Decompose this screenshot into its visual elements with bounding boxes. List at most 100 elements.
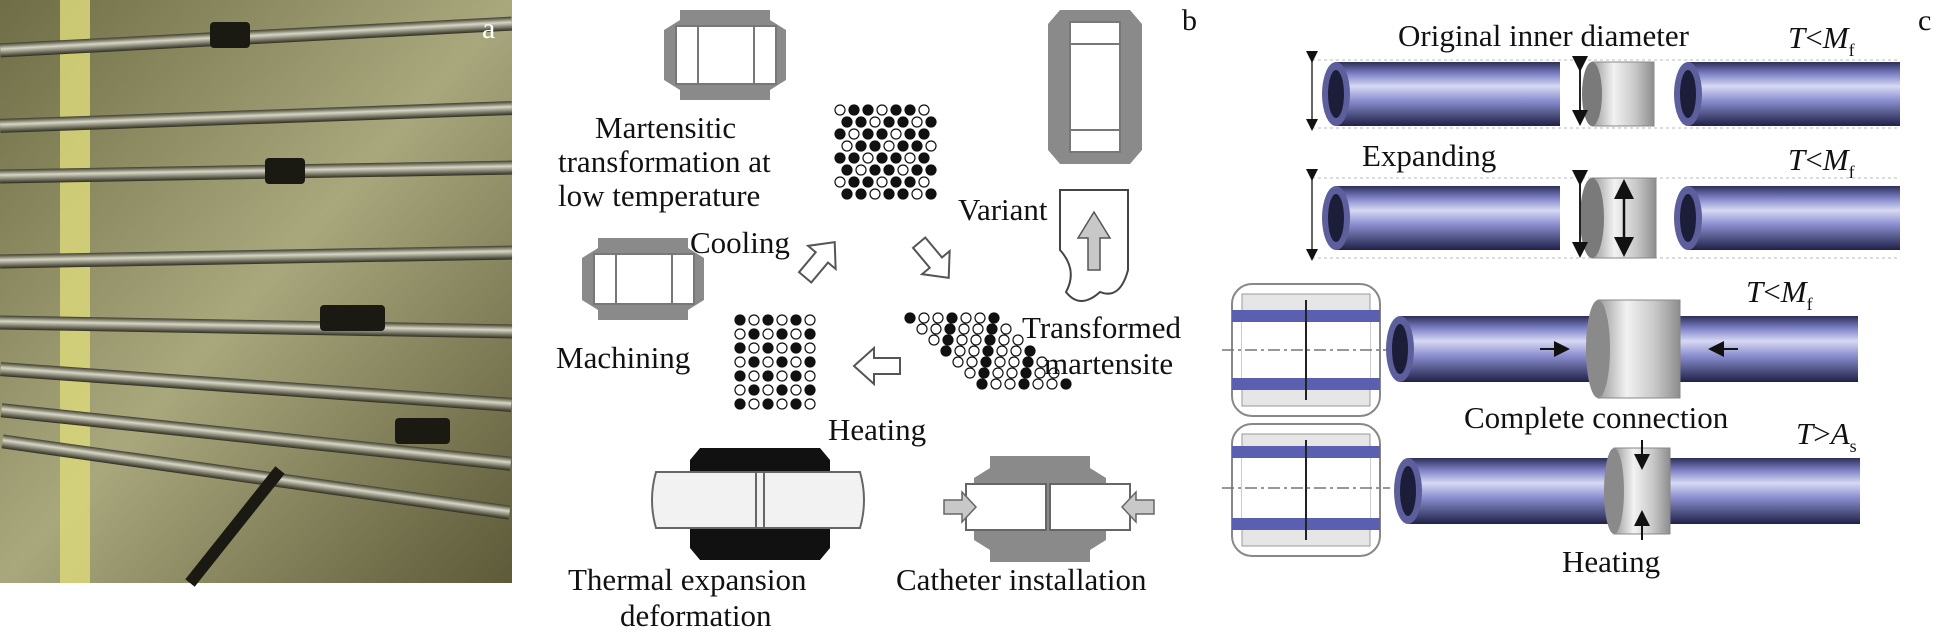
lattice-atom	[848, 128, 860, 140]
lattice-atom	[918, 312, 930, 324]
cross-section-bottom	[1222, 423, 1390, 557]
lattice-atom	[834, 176, 846, 188]
lattice-atom	[883, 116, 895, 128]
lattice-atom	[776, 384, 788, 396]
label-martensitic-line2: transformation at	[558, 144, 771, 179]
lattice-atom	[841, 164, 853, 176]
lattice-atom	[956, 334, 968, 346]
lattice-atom	[1006, 367, 1018, 379]
lattice-atom	[1022, 356, 1034, 368]
lattice-atom	[776, 342, 788, 354]
lattice-atom	[890, 128, 902, 140]
lattice-atom	[841, 140, 853, 152]
lattice-atom	[748, 384, 760, 396]
lattice-atom	[925, 188, 937, 200]
row-complete-connection	[1386, 299, 1858, 399]
lattice-atom	[876, 104, 888, 116]
lattice-atom	[869, 188, 881, 200]
lattice-atom	[841, 116, 853, 128]
lattice-atom	[960, 312, 972, 324]
lattice-atom	[776, 328, 788, 340]
lattice-atom	[958, 323, 970, 335]
condition-4: T>As	[1796, 416, 1857, 456]
lattice-atom	[748, 342, 760, 354]
lattice-atom	[776, 356, 788, 368]
label-catheter: Catheter installation	[896, 562, 1147, 597]
lattice-atom	[848, 176, 860, 188]
lattice-atom	[890, 152, 902, 164]
lattice-atom	[972, 323, 984, 335]
lattice-atom	[911, 188, 923, 200]
lattice-atom	[834, 104, 846, 116]
label-heating-b: Heating	[828, 412, 926, 447]
lattice-atom	[862, 152, 874, 164]
label-thermal-line2: deformation	[620, 598, 772, 633]
lattice-atom	[1036, 356, 1048, 368]
lattice-atom	[928, 334, 940, 346]
lattice-atom	[1008, 356, 1020, 368]
lattice-atom	[855, 188, 867, 200]
lattice-atom	[932, 312, 944, 324]
lattice-atom	[897, 140, 909, 152]
lattice-atom	[734, 384, 746, 396]
lattice-atom	[904, 152, 916, 164]
coupling-icon-machining	[582, 238, 704, 320]
lattice-atom	[762, 314, 774, 326]
lattice-atom	[918, 128, 930, 140]
label-martensitic-line3: low temperature	[558, 178, 760, 213]
lattice-atom	[952, 356, 964, 368]
lattice-atom	[984, 334, 996, 346]
lattice-atom	[862, 128, 874, 140]
lattice-atom	[1010, 345, 1022, 357]
lattice-atom	[904, 176, 916, 188]
lattice-atom	[855, 116, 867, 128]
lattice-atom	[834, 152, 846, 164]
lattice-atom	[790, 370, 802, 382]
lattice-atom	[890, 176, 902, 188]
variant-arrow	[911, 236, 951, 280]
lattice-atom	[748, 314, 760, 326]
lattice-atom	[804, 328, 816, 340]
lattice-atom	[1020, 367, 1032, 379]
lattice-atom	[916, 323, 928, 335]
lattice-atom	[918, 152, 930, 164]
lattice-atom	[1048, 367, 1060, 379]
lattice-atom	[954, 345, 966, 357]
lattice-atom	[848, 104, 860, 116]
row-expanding	[1306, 169, 1900, 261]
lattice-atom	[748, 370, 760, 382]
lattice-atom	[862, 176, 874, 188]
lattice-atom	[790, 384, 802, 396]
lattice-atom	[762, 328, 774, 340]
lattice-atom	[790, 398, 802, 410]
lattice-atom	[994, 356, 1006, 368]
label-transformed-line1: Transformed	[1022, 310, 1182, 345]
lattice-atom	[980, 356, 992, 368]
cooling-arrow	[797, 240, 837, 284]
lattice-atom	[848, 152, 860, 164]
panel-a-letter: a	[482, 12, 495, 45]
label-machining: Machining	[556, 340, 690, 375]
panel-b: b Martensitic transformation at low temp…	[556, 4, 1197, 633]
lattice-atom	[734, 328, 746, 340]
lattice-atom	[1000, 323, 1012, 335]
lattice-atom	[762, 342, 774, 354]
lattice-atom	[1034, 367, 1046, 379]
lattice-atom	[1024, 345, 1036, 357]
condition-2: T<Mf	[1788, 142, 1855, 182]
lattice-atom	[776, 398, 788, 410]
panel-b-letter: b	[1182, 4, 1197, 37]
thermal-expansion-part	[651, 448, 865, 560]
lattice-atom	[990, 378, 1002, 390]
lattice-atom	[940, 345, 952, 357]
lattice-atom	[804, 356, 816, 368]
label-cooling: Cooling	[690, 225, 790, 260]
lattice-atom	[986, 323, 998, 335]
lattice-atom	[897, 164, 909, 176]
lattice-atom	[976, 378, 988, 390]
lattice-atom	[944, 323, 956, 335]
lattice-atom	[968, 345, 980, 357]
lattice-transformed	[904, 312, 1072, 390]
lattice-atom	[1012, 334, 1024, 346]
lattice-atom	[942, 334, 954, 346]
